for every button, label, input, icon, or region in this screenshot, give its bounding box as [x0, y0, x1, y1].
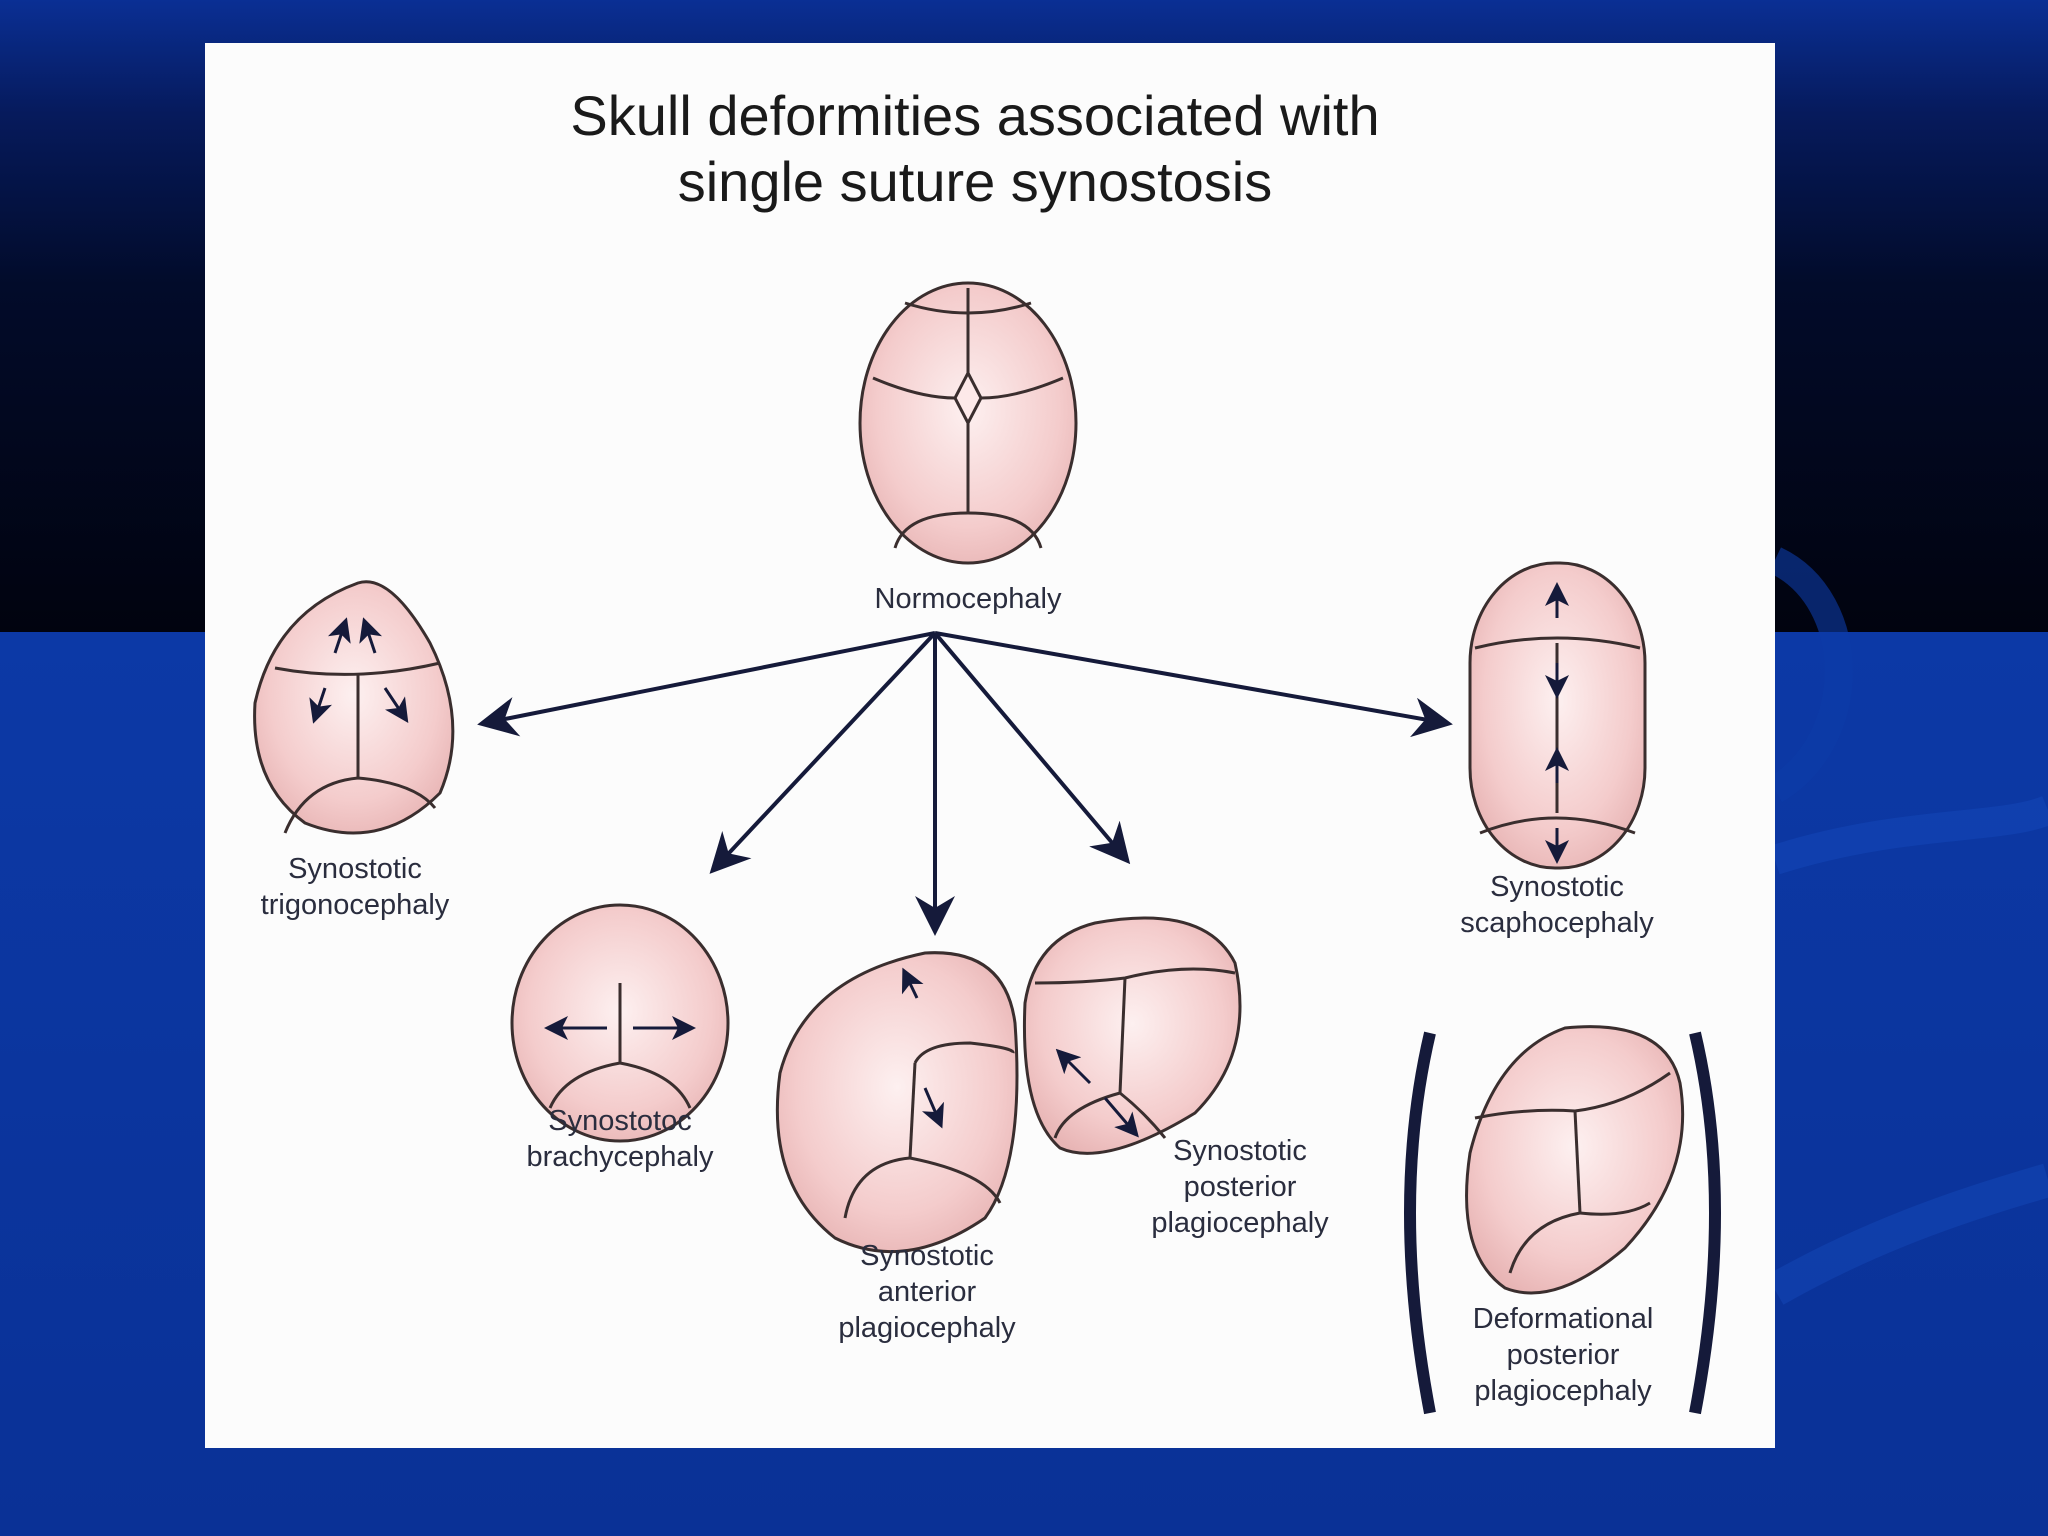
- label-scaphocephaly: Synostotic scaphocephaly: [1460, 871, 1654, 939]
- arrow-to-trigonocephaly: [477, 631, 936, 737]
- arrow-to-brachycephaly: [709, 631, 937, 874]
- arrow-to-posterior-plagiocephaly: [933, 631, 1131, 865]
- right-parenthesis: [1689, 1031, 1721, 1415]
- skull-deformational: [1465, 1025, 1685, 1295]
- skull-brachycephaly: [510, 903, 730, 1143]
- skull-trigonocephaly: [253, 580, 455, 835]
- label-brachycephaly: Synostotoc brachycephaly: [526, 1105, 714, 1173]
- label-deformational: Deformational posterior plagiocephaly: [1472, 1303, 1654, 1407]
- skull-normocephaly: [858, 281, 1078, 565]
- skull-posterior-plagiocephaly: [1022, 916, 1242, 1155]
- label-posterior-plagiocephaly: Synostotic posterior plagiocephaly: [1151, 1135, 1329, 1239]
- label-trigonocephaly: Synostotic trigonocephaly: [260, 853, 450, 921]
- skull-scaphocephaly: [1468, 561, 1647, 870]
- skull-anterior-plagiocephaly: [775, 951, 1019, 1254]
- label-normocephaly: Normocephaly: [874, 583, 1062, 615]
- diagram-panel: Skull deformities associated with single…: [205, 43, 1775, 1448]
- title-line-1: Skull deformities associated with: [570, 84, 1380, 147]
- label-anterior-plagiocephaly: Synostotic anterior plagiocephaly: [838, 1240, 1016, 1344]
- arrow-to-scaphocephaly: [934, 631, 1453, 738]
- diagram-title: Skull deformities associated with single…: [205, 83, 1775, 215]
- title-line-2: single suture synostosis: [677, 150, 1273, 213]
- left-parenthesis: [1404, 1031, 1436, 1415]
- skull-diagram: [253, 281, 1721, 1415]
- connector-arrows: [477, 631, 1453, 936]
